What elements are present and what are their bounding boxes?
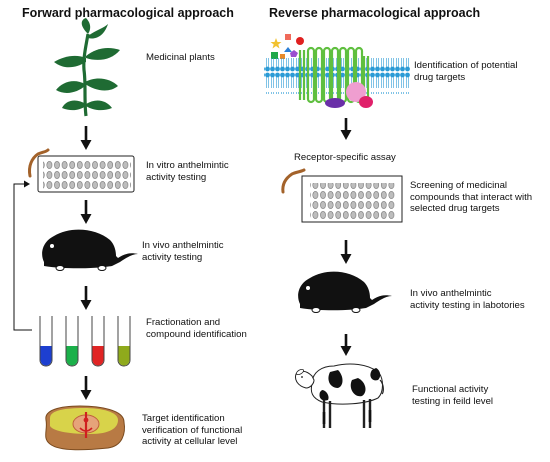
ligand-shapes [270,34,304,59]
forward-step-3: In vivo anthelmintic activity testing [142,240,224,263]
reverse-step-3: In vivo anthelmintic activity testing in… [410,288,525,311]
forward-step-4-line1: Fractionation and [146,317,221,328]
feedback-arrow [13,180,32,331]
flow-arrows-right [340,118,352,356]
membrane-icon [264,46,410,108]
forward-step-2-line2: activity testing [146,171,207,183]
well-plate-icon-2 [301,175,403,223]
worm-icon-2 [281,168,306,194]
reverse-title: Reverse pharmacological approach [269,6,481,20]
forward-step-4: Fractionation and compound identificatio… [146,317,247,340]
well-plate-icon [37,155,135,193]
reverse-step-2-line1: Screening of medicinal [410,180,508,191]
forward-step-2: In vitro anthelmintic activity testing [146,160,229,183]
forward-step-1-line1: Medicinal plants [146,52,215,63]
reverse-step-4-line2: testing in feild level [412,395,494,407]
mouse-icon [42,229,138,271]
forward-step-2-line1: In vitro anthelmintic [146,160,229,171]
forward-step-5-line2: verification of functional [142,424,243,436]
reverse-step-4-line1: Functional activity [412,384,489,395]
plant-icon [54,18,120,117]
mouse-icon-2 [298,271,392,313]
reverse-step-4: Functional activity testing in feild lev… [412,384,493,407]
reverse-step-2-line3: selected drug targets [410,203,500,214]
forward-step-3-line2: activity testing [142,251,203,263]
forward-step-3-line1: In vivo anthelmintic [142,240,224,251]
reverse-step-2-line2: compounds that interact with [410,191,533,203]
forward-step-5-line1: Target identification [142,413,225,424]
reverse-step-1-line1: Identification of potential [414,60,518,71]
reverse-step-1: Identification of potential drug targets [414,60,517,83]
flow-arrows-left [80,126,92,400]
forward-step-4-line2: compound identification [146,328,247,340]
tube-green [65,316,79,367]
sheep-icon [295,363,384,428]
forward-step-5: Target identification verification of fu… [142,413,242,448]
forward-step-5-line3: activity at cellular level [142,436,238,447]
receptor-assay-label: Receptor-specific assay [294,152,396,163]
cell-icon [45,405,125,451]
test-tubes-icon [39,316,131,367]
reverse-step-3-line1: In vivo anthelmintic [410,288,492,299]
reverse-step-3-line2: activity testing in labotories [410,299,525,311]
worm-icon [28,148,50,178]
tube-olive [117,316,131,367]
tube-red [91,316,105,367]
forward-step-1: Medicinal plants [146,52,215,64]
forward-title: Forward pharmacological approach [22,6,234,20]
reverse-step-2: Screening of medicinal compounds that in… [410,180,532,215]
reverse-step-1-line2: drug targets [414,71,466,83]
tube-blue [39,316,53,367]
